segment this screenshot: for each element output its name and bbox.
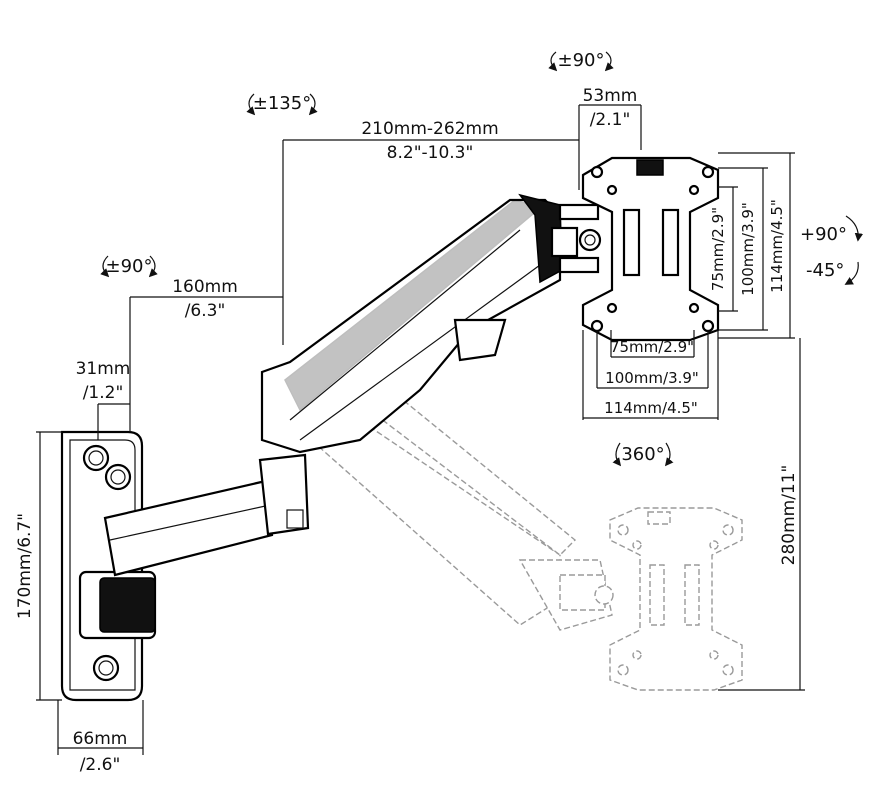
wall-plate-width-in: /2.6"	[80, 755, 121, 775]
rotation-swivel-label: 360°	[621, 444, 664, 465]
arm-length-mm: 210mm-262mm	[361, 119, 498, 139]
rotation-top-plate-label: ±90°	[558, 50, 605, 71]
joint-offset-in: /1.2"	[83, 383, 124, 403]
vesa-114-vertical: 114mm/4.5"	[768, 199, 786, 293]
lower-arm	[103, 453, 310, 577]
rotation-wall-joint-label: ±90°	[106, 256, 153, 277]
vesa-100-horizontal: 100mm/3.9"	[605, 369, 699, 387]
lowered-vesa-plate-ghost	[609, 507, 743, 691]
joint-offset-mm: 31mm	[76, 359, 131, 379]
vesa-plate	[581, 156, 720, 342]
rotation-tilt-up-label: +90°	[800, 224, 847, 245]
arm-length-in: 8.2"-10.3"	[387, 143, 474, 163]
height-travel: 280mm/11"	[779, 465, 799, 566]
wall-plate	[60, 430, 157, 702]
lower-arm-mm: 160mm	[172, 277, 238, 297]
vesa-114-horizontal: 114mm/4.5"	[604, 399, 698, 417]
vesa-75-vertical: 75mm/2.9"	[709, 207, 727, 291]
dimension-lines	[36, 104, 805, 755]
rotation-arrows	[100, 51, 864, 467]
vesa-100-vertical: 100mm/3.9"	[739, 202, 757, 296]
lower-arm-in: /6.3"	[185, 301, 226, 321]
wall-plate-width-mm: 66mm	[73, 729, 128, 749]
plate-offset-in: /2.1"	[590, 110, 631, 130]
upper-arm	[260, 193, 602, 454]
rotation-tilt-down-label: -45°	[806, 260, 844, 281]
rotation-arm-label: ±135°	[253, 93, 311, 114]
vesa-75-horizontal: 75mm/2.9"	[610, 338, 694, 356]
wall-plate-height: 170mm/6.7"	[15, 513, 35, 619]
plate-offset-mm: 53mm	[583, 86, 638, 106]
